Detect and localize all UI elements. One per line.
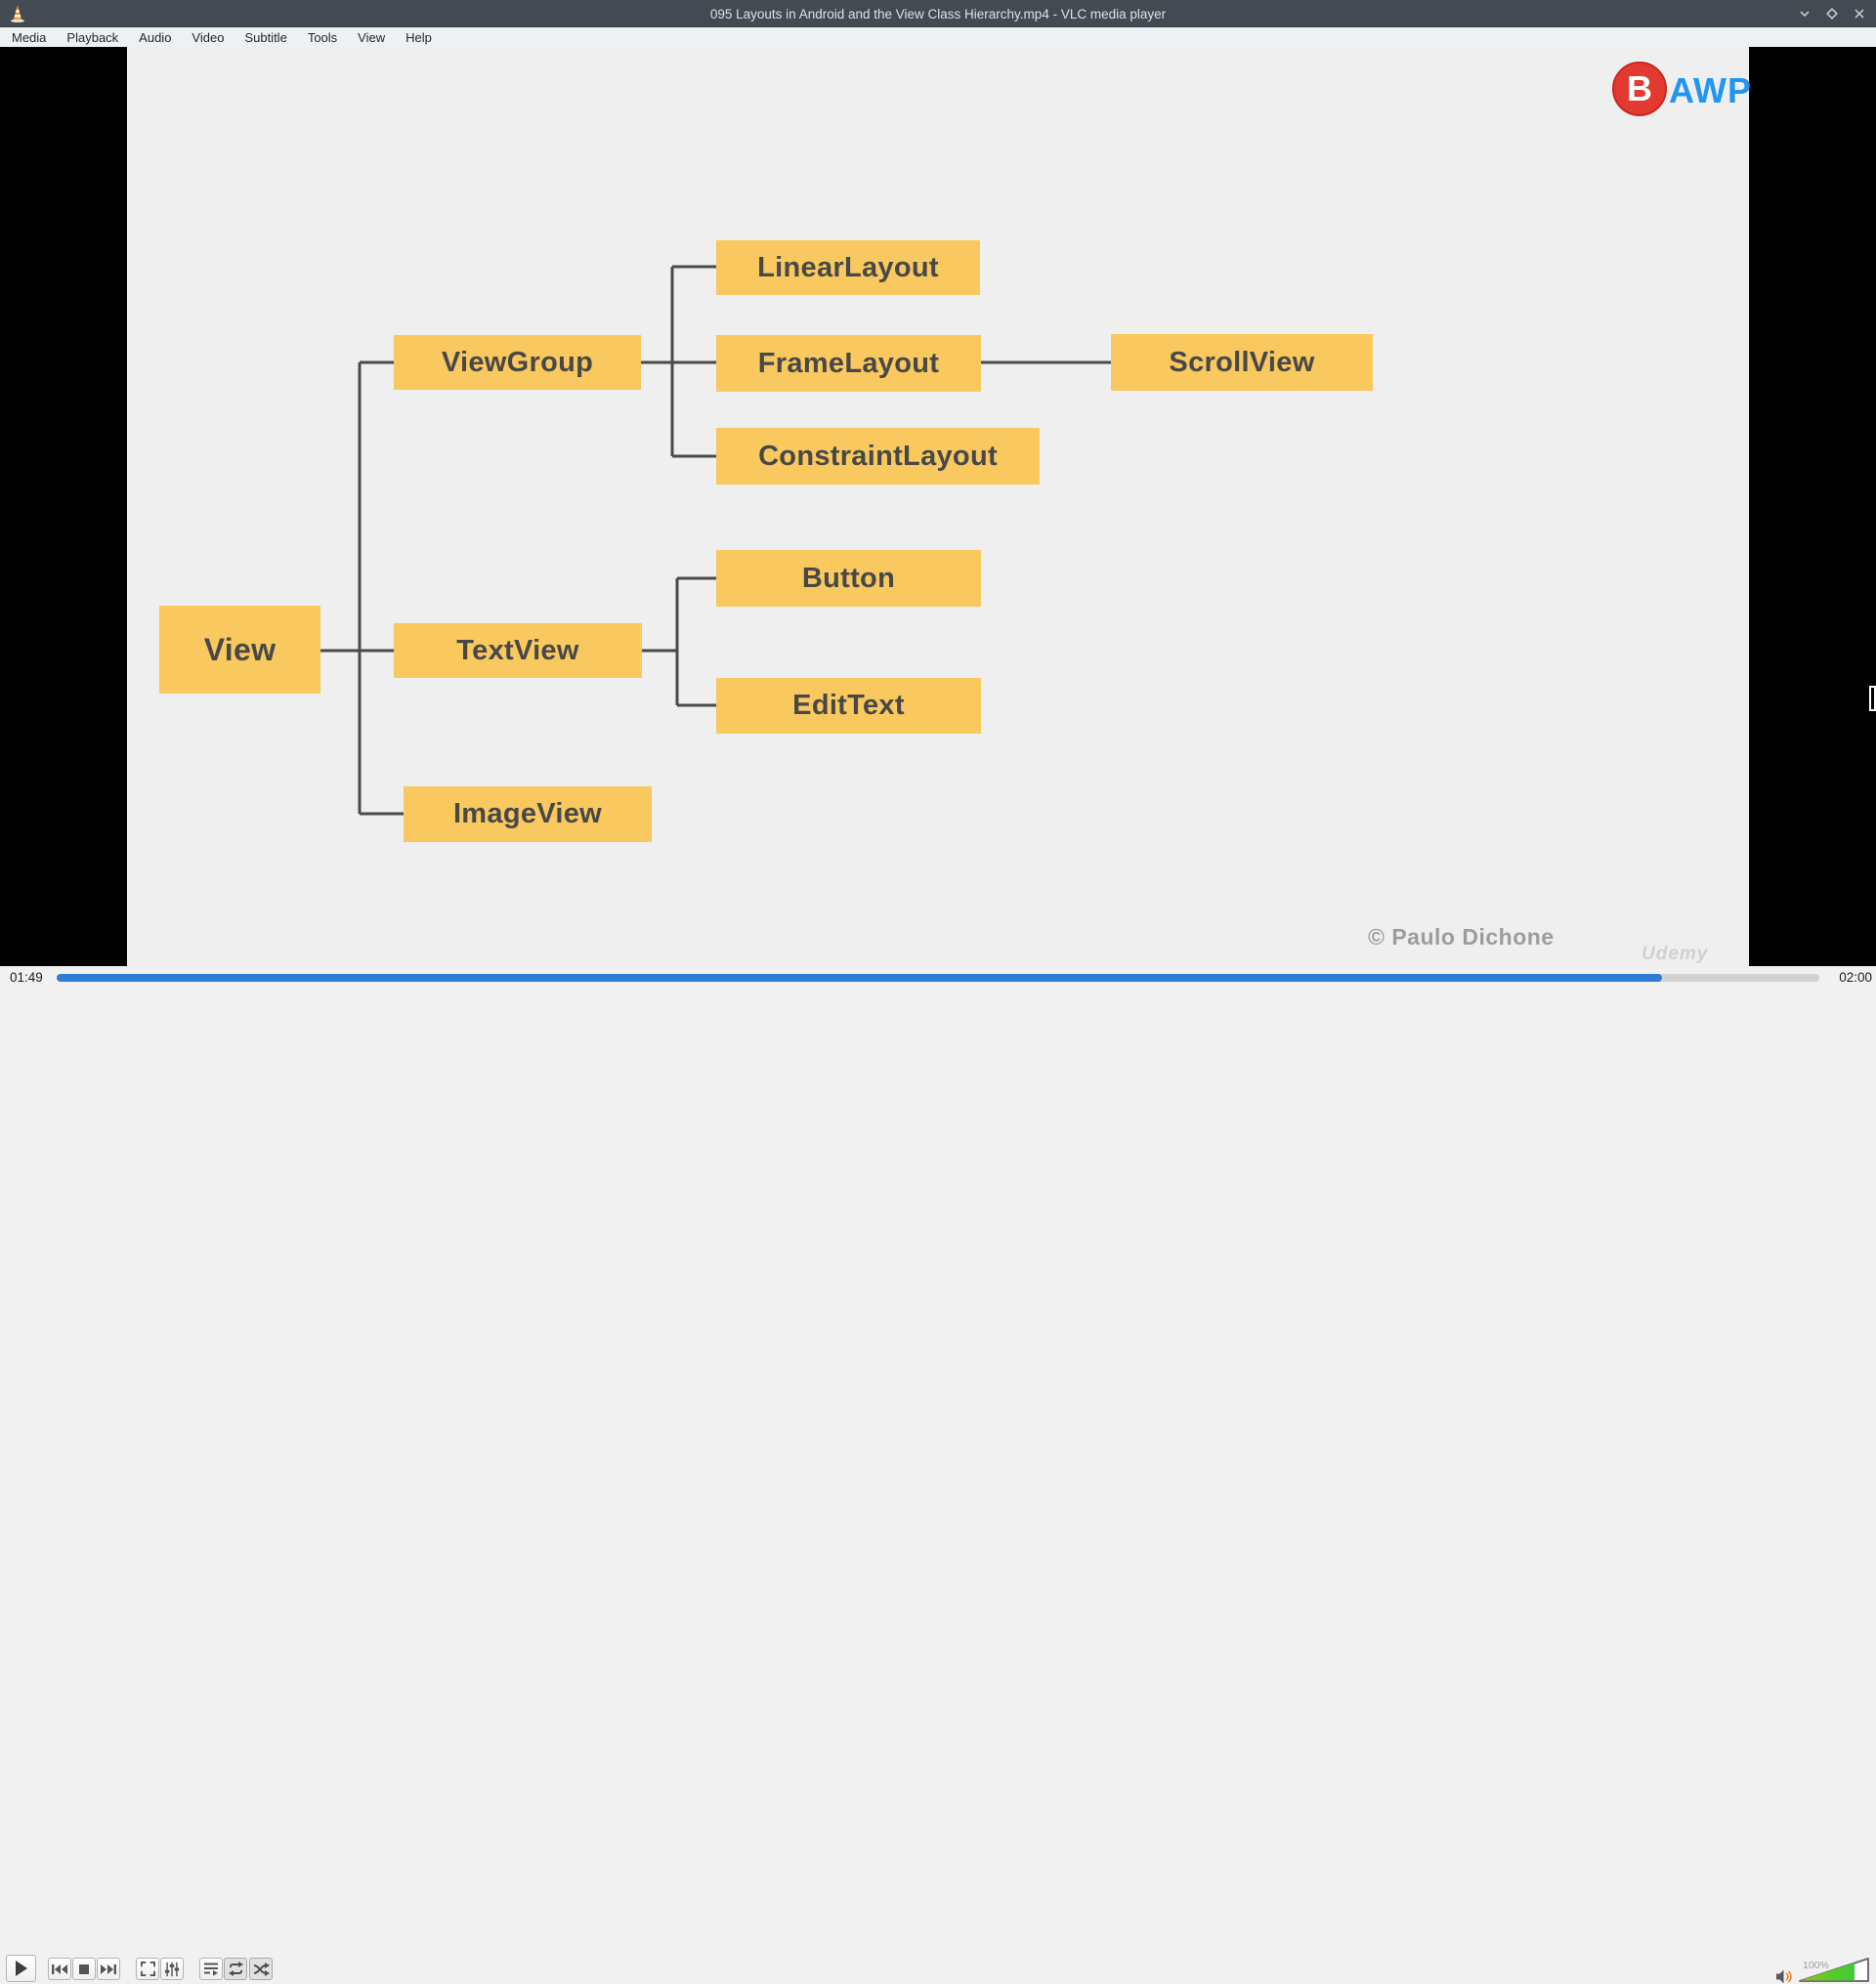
play-button[interactable] bbox=[6, 1955, 36, 1982]
node-constraintlayout: ConstraintLayout bbox=[716, 428, 1040, 485]
previous-icon bbox=[52, 1963, 67, 1974]
elapsed-time: 01:49 bbox=[10, 970, 43, 985]
node-scrollview: ScrollView bbox=[1111, 334, 1373, 391]
copyright-text: © Paulo Dichone bbox=[1368, 924, 1555, 950]
fullscreen-button[interactable] bbox=[136, 1958, 159, 1980]
play-icon bbox=[15, 1961, 27, 1976]
hierarchy-connectors bbox=[320, 265, 1111, 816]
menu-audio[interactable]: Audio bbox=[139, 30, 172, 45]
volume-slider[interactable] bbox=[1799, 1957, 1870, 1982]
extended-settings-button[interactable] bbox=[160, 1958, 184, 1980]
fullscreen-icon bbox=[140, 1962, 155, 1976]
node-framelayout: FrameLayout bbox=[716, 335, 981, 392]
menu-view[interactable]: View bbox=[358, 30, 386, 45]
node-button: Button bbox=[716, 550, 981, 607]
menu-subtitle[interactable]: Subtitle bbox=[244, 30, 287, 45]
mouse-cursor-artifact bbox=[1869, 686, 1876, 711]
bawp-logo: B AWP bbox=[1612, 62, 1866, 122]
node-viewgroup: ViewGroup bbox=[394, 335, 641, 390]
udemy-watermark: Udemy bbox=[1642, 944, 1709, 964]
loop-button[interactable] bbox=[224, 1958, 247, 1980]
stop-button[interactable] bbox=[72, 1958, 96, 1980]
seek-bar-fill bbox=[57, 974, 1663, 982]
volume-icon[interactable] bbox=[1776, 1969, 1793, 1984]
previous-button[interactable] bbox=[48, 1958, 71, 1980]
bawp-logo-awp: AWP bbox=[1669, 70, 1753, 110]
menu-media[interactable]: Media bbox=[12, 30, 47, 45]
seek-bar[interactable] bbox=[57, 974, 1819, 982]
node-edittext: EditText bbox=[716, 678, 981, 734]
next-icon bbox=[101, 1963, 116, 1974]
node-textview: TextView bbox=[394, 623, 642, 678]
menu-tools[interactable]: Tools bbox=[307, 30, 338, 45]
node-linearlayout: LinearLayout bbox=[716, 240, 980, 295]
menu-help[interactable]: Help bbox=[405, 30, 432, 45]
video-display[interactable]: View ViewGroup LinearLayout FrameLayout … bbox=[0, 47, 1876, 966]
loop-icon bbox=[228, 1962, 243, 1976]
playlist-icon bbox=[204, 1963, 218, 1976]
menu-video[interactable]: Video bbox=[192, 30, 225, 45]
random-button[interactable] bbox=[249, 1958, 273, 1980]
node-view: View bbox=[159, 606, 320, 694]
menu-playback[interactable]: Playback bbox=[66, 30, 119, 45]
window-title: 095 Layouts in Android and the View Clas… bbox=[709, 6, 1167, 21]
menu-bar: Media Playback Audio Video Subtitle Tool… bbox=[0, 28, 1876, 47]
maximize-button[interactable] bbox=[1823, 5, 1841, 22]
total-time: 02:00 bbox=[1839, 970, 1872, 985]
close-button[interactable] bbox=[1851, 5, 1868, 22]
stop-icon bbox=[79, 1963, 89, 1974]
letterbox-left bbox=[0, 47, 127, 966]
title-bar: 095 Layouts in Android and the View Clas… bbox=[0, 0, 1876, 27]
next-button[interactable] bbox=[97, 1958, 120, 1980]
playlist-button[interactable] bbox=[199, 1958, 223, 1980]
bawp-logo-b: B bbox=[1612, 62, 1667, 116]
shuffle-icon bbox=[253, 1962, 270, 1976]
node-imageview: ImageView bbox=[404, 786, 652, 842]
vlc-cone-icon bbox=[11, 5, 24, 22]
letterbox-right bbox=[1749, 47, 1876, 966]
video-frame: View ViewGroup LinearLayout FrameLayout … bbox=[127, 47, 1751, 966]
equalizer-icon bbox=[164, 1962, 180, 1976]
minimize-button[interactable] bbox=[1796, 5, 1813, 22]
player-controls-bar: 01:49 02:00 bbox=[0, 966, 1876, 1984]
